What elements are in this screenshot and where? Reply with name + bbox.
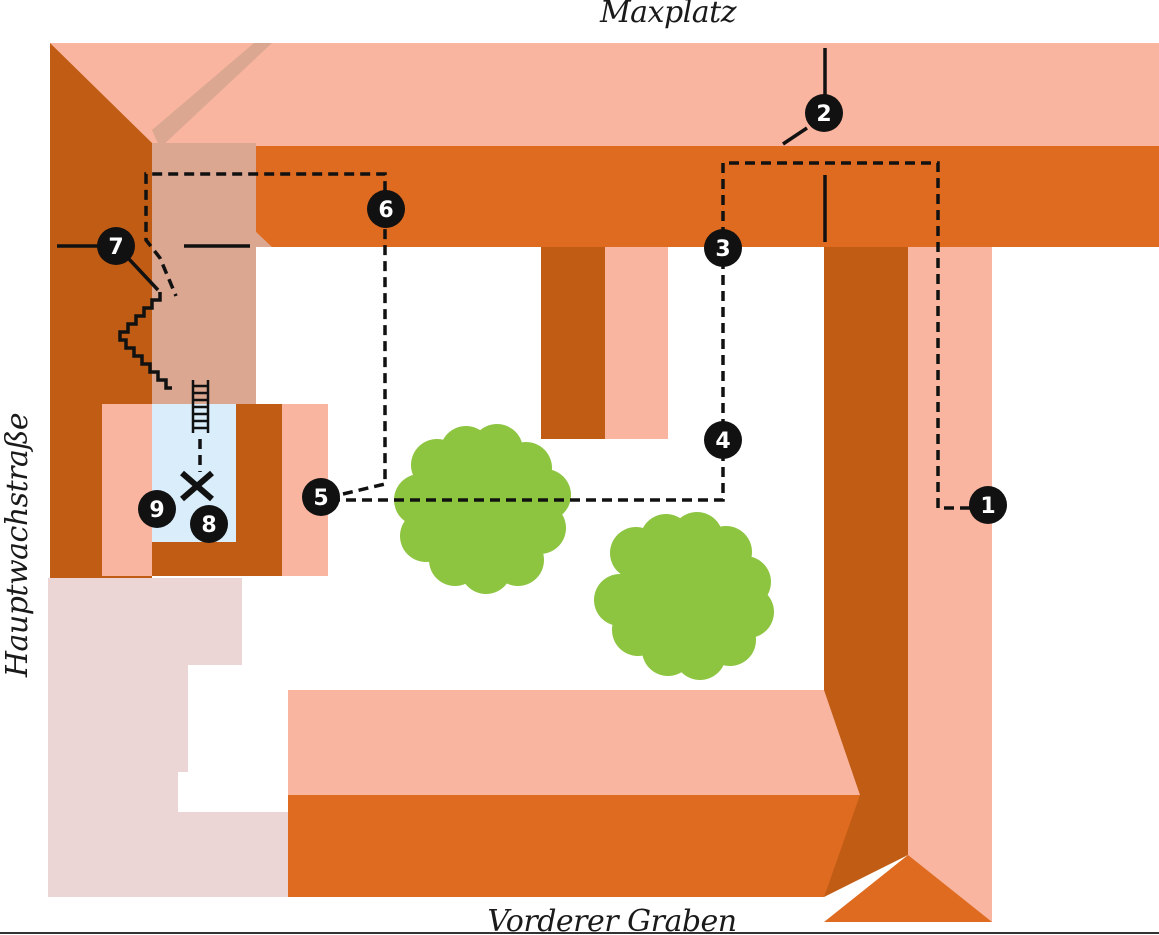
svg-text:4: 4: [715, 429, 730, 454]
route-marker-2: 2: [805, 94, 843, 132]
inner-block-left-roof: [102, 404, 154, 576]
street-label-hauptwachstrasse: Hauptwachstraße: [0, 413, 35, 678]
walking-route: [144, 161, 970, 510]
cross-icon: [180, 470, 214, 502]
svg-text:1: 1: [980, 494, 995, 519]
svg-text:5: 5: [313, 486, 328, 511]
svg-text:3: 3: [715, 237, 730, 262]
ladder-icon: [191, 380, 210, 433]
inner-block-bottom-dark: [152, 542, 282, 576]
street-label-vorderer-graben: Vorderer Graben: [487, 904, 736, 935]
tree-icon: [394, 424, 571, 594]
svg-text:9: 9: [149, 498, 164, 523]
route-marker-8: 8: [190, 505, 228, 543]
svg-text:7: 7: [108, 235, 123, 260]
route-marker-3: 3: [704, 229, 742, 267]
east-wing-roof-light: [908, 247, 992, 922]
west-wing-roof-muted: [152, 143, 256, 404]
street-label-maxplatz: Maxplatz: [599, 0, 737, 30]
west-wing-ridge: [152, 43, 272, 148]
svg-text:2: 2: [816, 102, 831, 127]
south-east-corner-hip: [824, 855, 992, 922]
svg-text:8: 8: [201, 513, 216, 538]
route-marker-7: 7: [97, 227, 135, 265]
staircase-icon: [118, 292, 172, 390]
south-wing-roof-orange: [288, 795, 860, 897]
tree-icon: [594, 512, 774, 680]
east-wing-roof-dark: [824, 247, 908, 897]
svg-text:6: 6: [378, 198, 393, 223]
route-marker-1: 1: [969, 486, 1007, 524]
route-marker-4: 4: [704, 421, 742, 459]
route-marker-9: 9: [138, 490, 176, 528]
solid-lines: [57, 48, 827, 390]
middle-building-dark: [541, 247, 605, 439]
south-wing-roof-light: [288, 690, 860, 795]
route-marker-5: 5: [302, 478, 340, 516]
north-wing-roof-orange: [150, 146, 1159, 247]
neighbor-building: [48, 578, 288, 897]
route-marker-6: 6: [367, 190, 405, 228]
middle-building-light: [605, 247, 668, 439]
